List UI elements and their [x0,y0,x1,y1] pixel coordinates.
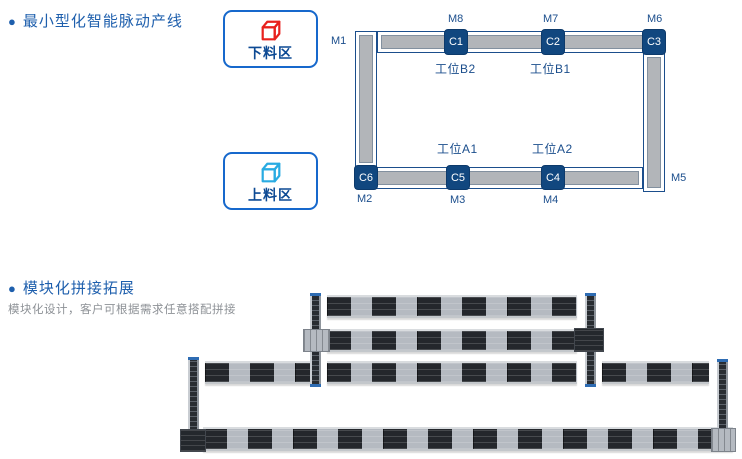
vertical-post [188,357,199,433]
rail-left [355,31,377,167]
zone-label-unloading: 下料区 [248,44,293,61]
rail-bottom [355,167,643,189]
track-segment [602,361,709,384]
station-b1: 工位B1 [530,62,571,76]
station-a2: 工位A2 [532,142,573,156]
cube-outline-icon [261,20,280,40]
track-segment [327,361,577,384]
bullet-icon: ● [8,281,16,296]
marker-m2: M2 [357,193,373,205]
node-c1: C1 [444,29,468,55]
end-joint [711,428,736,452]
node-c4: C4 [541,165,565,190]
node-c2: C2 [541,29,565,55]
cross-joint [574,328,604,352]
modular-title-text: 模块化拼接拓展 [22,280,135,297]
station-a1: 工位A1 [437,142,478,156]
cube-front-face [261,167,276,182]
marker-m4: M4 [543,194,559,206]
track-segment [327,295,577,318]
node-c5: C5 [446,165,470,190]
rail-right [643,53,665,192]
bullet-icon: ● [8,14,16,29]
zone-label-loading: 上料区 [248,186,293,203]
zone-box-unloading: 下料区 [223,10,318,68]
pulse-title-text: 最小型化智能脉动产线 [22,13,183,30]
modular-section-title: ● 模块化拼接拓展 [8,281,135,296]
track-segment [327,329,577,352]
marker-m5: M5 [671,172,687,184]
cube-outline-icon [261,162,280,182]
end-joint [180,429,206,452]
rail-top [377,31,665,53]
track-segment [205,361,313,384]
marker-m3: M3 [450,194,466,206]
marker-m8: M8 [448,13,464,25]
marker-m6: M6 [647,13,663,25]
cube-front-face [261,25,276,40]
station-b2: 工位B2 [435,62,476,76]
marker-m7: M7 [543,13,559,25]
zone-box-loading: 上料区 [223,152,318,210]
marker-m1: M1 [331,35,347,47]
pulse-section-title: ● 最小型化智能脉动产线 [8,14,183,29]
modular-subtitle: 模块化设计，客户可根据需求任意搭配拼接 [8,304,236,316]
node-c3: C3 [642,29,666,55]
cross-joint [303,329,330,352]
track-segment-long [203,427,733,451]
node-c6: C6 [354,165,378,190]
